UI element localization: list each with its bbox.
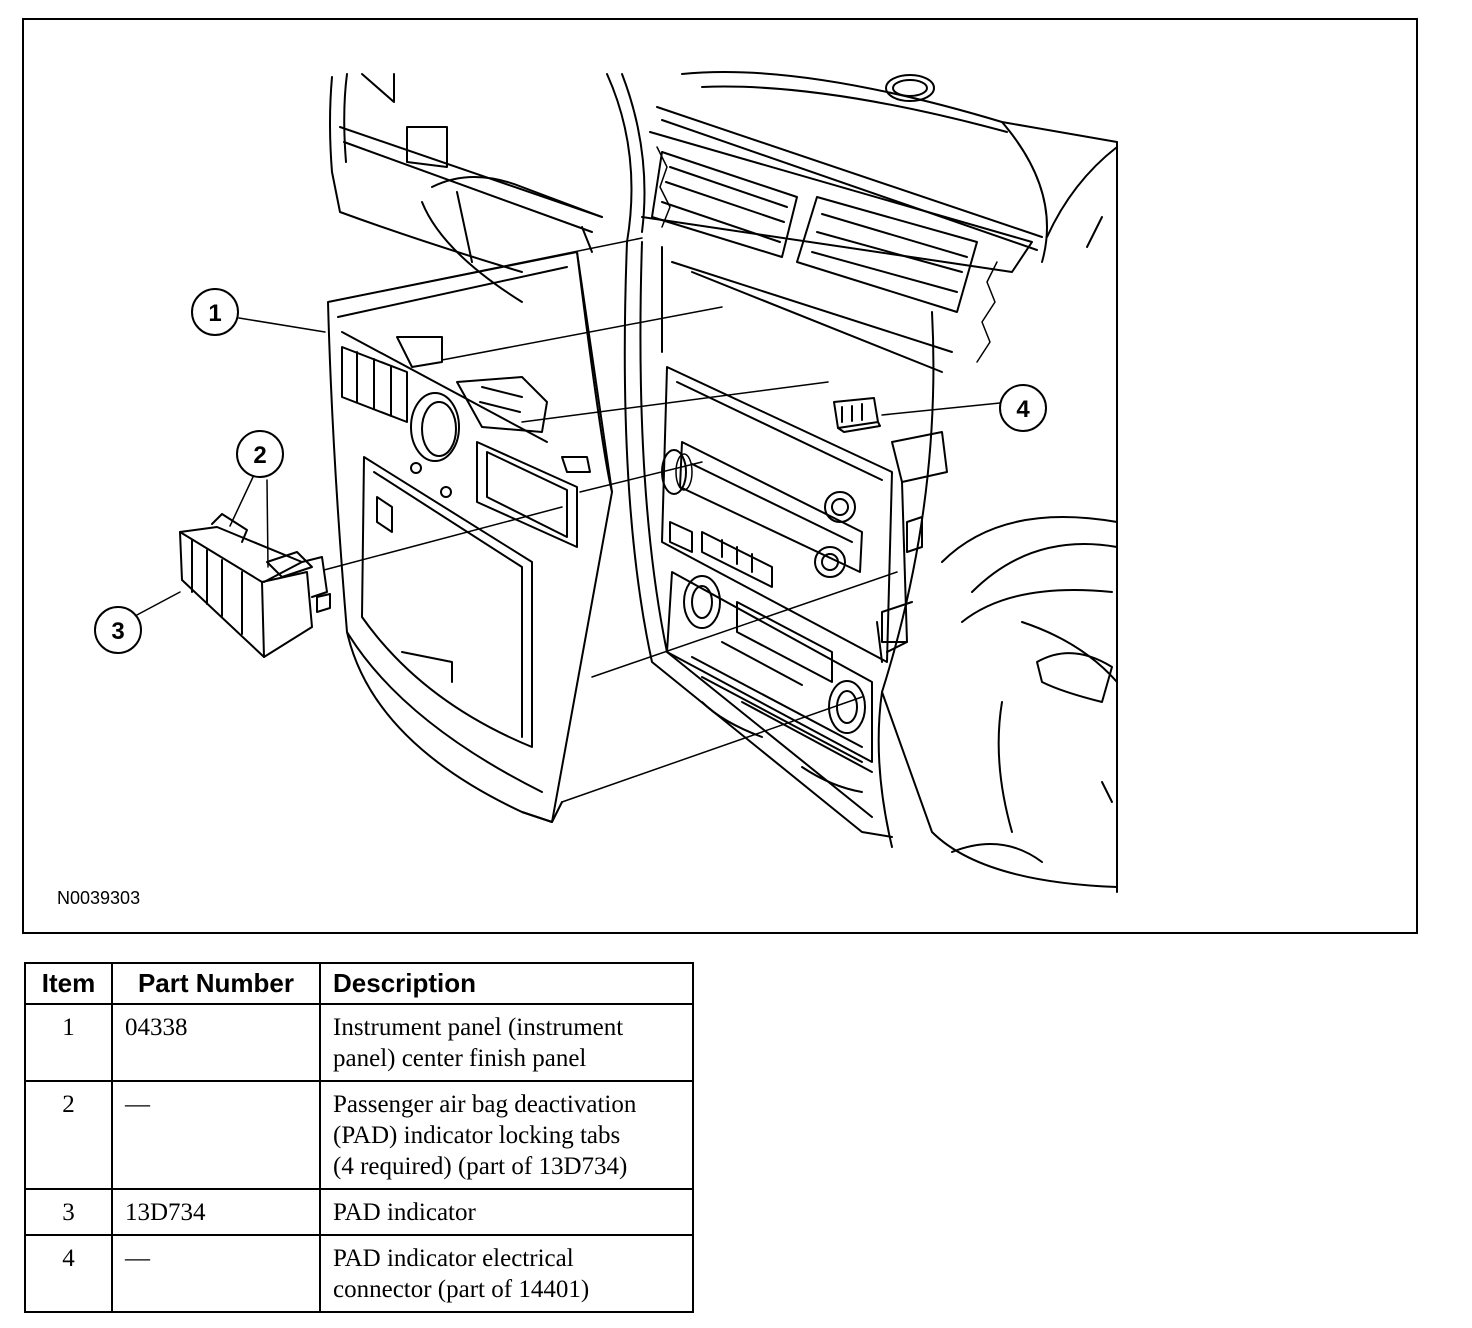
figure-id: N0039303 bbox=[57, 888, 140, 908]
cell-item: 3 bbox=[24, 1188, 113, 1236]
cell-description: Passenger air bag deactivation (PAD) ind… bbox=[319, 1080, 694, 1190]
table-row: 4 — PAD indicator electrical connector (… bbox=[24, 1234, 694, 1313]
header-item: Item bbox=[24, 962, 113, 1005]
header-part-number: Part Number bbox=[111, 962, 321, 1005]
table-row: 1 04338 Instrument panel (instrument pan… bbox=[24, 1003, 694, 1082]
cell-description: Instrument panel (instrument panel) cent… bbox=[319, 1003, 694, 1082]
table-row: 3 13D734 PAD indicator bbox=[24, 1188, 694, 1236]
pad-indicator bbox=[179, 513, 331, 658]
exploded-view-illustration: 1 2 3 4 N0039303 bbox=[57, 71, 1118, 908]
table-header-row: Item Part Number Description bbox=[24, 962, 694, 1005]
center-finish-panel bbox=[327, 251, 613, 823]
header-description: Description bbox=[319, 962, 694, 1005]
callout-4-label: 4 bbox=[1016, 396, 1030, 423]
cell-part-number: — bbox=[111, 1234, 321, 1313]
callout-1: 1 bbox=[191, 288, 239, 336]
cell-description: PAD indicator electrical connector (part… bbox=[319, 1234, 694, 1313]
callout-1-label: 1 bbox=[208, 300, 221, 327]
cell-item: 4 bbox=[24, 1234, 113, 1313]
cell-part-number: 04338 bbox=[111, 1003, 321, 1082]
callout-3: 3 bbox=[94, 606, 142, 654]
leader-lines bbox=[134, 237, 1001, 803]
table-row: 2 — Passenger air bag deactivation (PAD)… bbox=[24, 1080, 694, 1190]
figure-frame: 1 2 3 4 N0039303 bbox=[22, 18, 1418, 934]
callout-4: 4 bbox=[999, 384, 1047, 432]
parts-table: Item Part Number Description 1 04338 Ins… bbox=[24, 962, 694, 1313]
callout-3-label: 3 bbox=[111, 618, 124, 645]
callout-2: 2 bbox=[236, 430, 284, 478]
cell-item: 2 bbox=[24, 1080, 113, 1190]
cell-part-number: — bbox=[111, 1080, 321, 1190]
cell-part-number: 13D734 bbox=[111, 1188, 321, 1236]
cell-item: 1 bbox=[24, 1003, 113, 1082]
cell-description: PAD indicator bbox=[319, 1188, 694, 1236]
instrument-panel-dashboard bbox=[329, 71, 1118, 893]
callout-2-label: 2 bbox=[253, 442, 266, 469]
